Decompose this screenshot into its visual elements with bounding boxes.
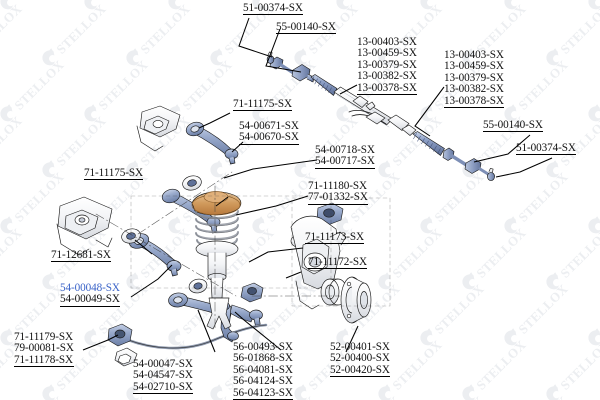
part-number-label[interactable]: 55-00140-SX [276,21,336,35]
part-number: 71-11175-SX [84,167,143,179]
part-number-label[interactable]: 71-11172-SX [308,256,367,270]
part-number: 54-02710-SX [133,380,193,393]
part-number-label[interactable]: 55-00140-SX [483,119,543,133]
part-number: 13-00382-SX [444,83,504,96]
part-number: 56-04123-SX [233,386,293,399]
part-number: 77-01332-SX [308,191,368,204]
part-number: 71-11172-SX [308,256,367,268]
part-number: 52-00420-SX [330,363,390,376]
part-number-label[interactable]: 71-11175-SX [84,167,143,181]
part-number-label[interactable]: 51-00374-SX [516,142,576,156]
part-number: 13-00382-SX [357,70,417,83]
part-number: 13-00378-SX [357,81,417,94]
part-number: 51-00374-SX [243,2,303,14]
part-number: 71-12681-SX [51,249,111,261]
part-number: 13-00378-SX [444,94,504,107]
part-number-label[interactable]: 71-12681-SX [51,249,111,263]
part-number-label[interactable]: 71-11175-SX [233,98,292,112]
part-number: 51-00374-SX [516,142,576,154]
part-number: 56-04124-SX [233,375,293,388]
part-number-label[interactable]: 71-11173-SX [305,231,364,245]
part-number-label[interactable]: 51-00374-SX [243,2,303,16]
part-number: 55-00140-SX [483,119,543,131]
part-number: 71-11178-SX [14,353,73,366]
part-number: 71-11175-SX [233,98,292,110]
part-number: 55-00140-SX [276,21,336,33]
part-number: 71-11173-SX [305,231,364,243]
part-number: 54-00717-SX [315,155,375,168]
part-number: 54-00049-SX [60,293,120,306]
part-number: 54-00670-SX [239,131,299,144]
